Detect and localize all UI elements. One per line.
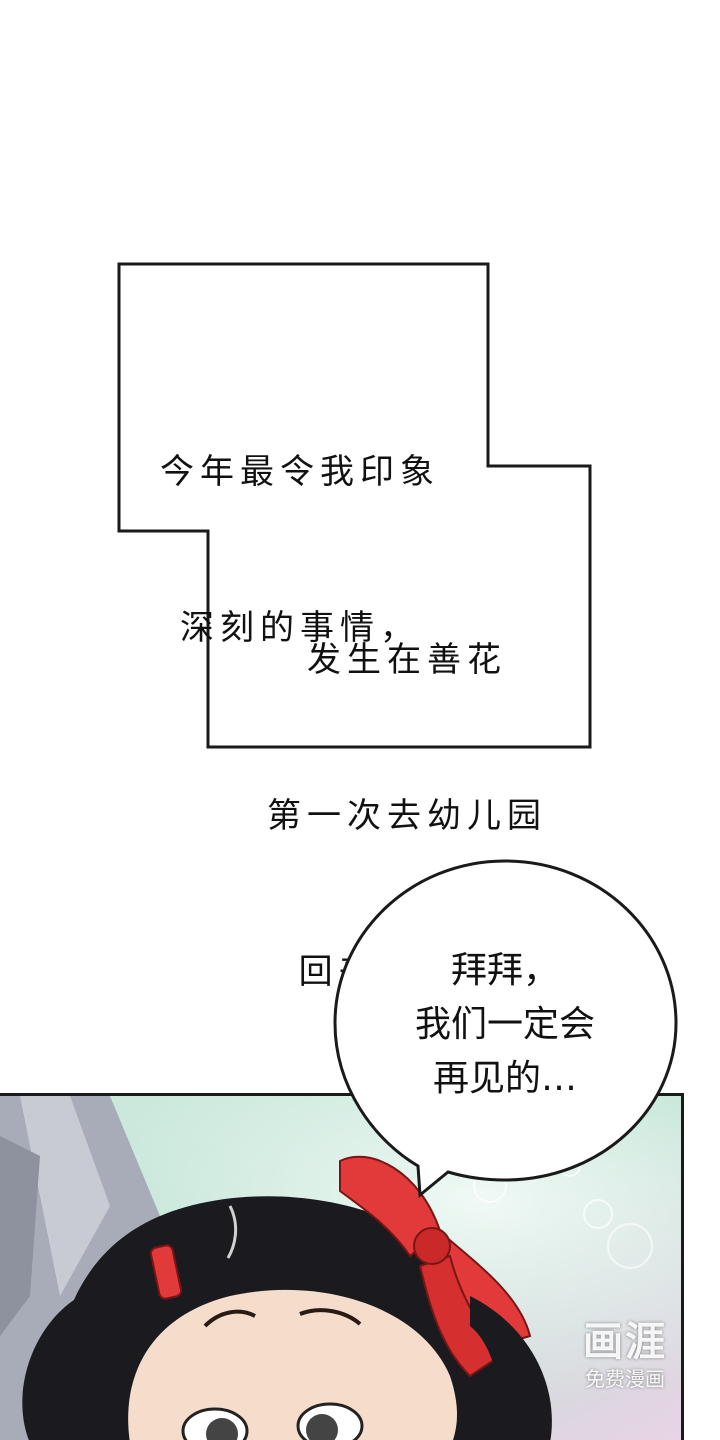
- red-bow: [339, 1155, 532, 1378]
- watermark: 画涯 免费漫画: [560, 1318, 690, 1392]
- narration-text-1: 今年最令我印象 深刻的事情，: [160, 342, 440, 758]
- narration-line: 今年最令我印象: [160, 452, 440, 492]
- panel-illustration: [0, 1096, 681, 1440]
- speech-bubble-text: 拜拜， 我们一定会 再见的…: [360, 944, 650, 1106]
- bubble-decor: [583, 1199, 613, 1229]
- comic-panel: [0, 1093, 684, 1440]
- speech-line: 我们一定会: [414, 1004, 595, 1045]
- narration-line: 深刻的事情，: [180, 608, 420, 648]
- bubble-decor: [607, 1223, 653, 1269]
- speech-line: 拜拜，: [450, 950, 559, 991]
- watermark-logo: 画涯: [583, 1319, 667, 1365]
- speech-line: 再见的…: [432, 1058, 577, 1099]
- narration-line: 发生在善花: [307, 640, 507, 680]
- watermark-subtitle: 免费漫画: [585, 1367, 665, 1391]
- hair-clip: [149, 1244, 183, 1300]
- narration-line: 第一次去幼儿园: [267, 796, 547, 836]
- narration-box: [117, 262, 592, 749]
